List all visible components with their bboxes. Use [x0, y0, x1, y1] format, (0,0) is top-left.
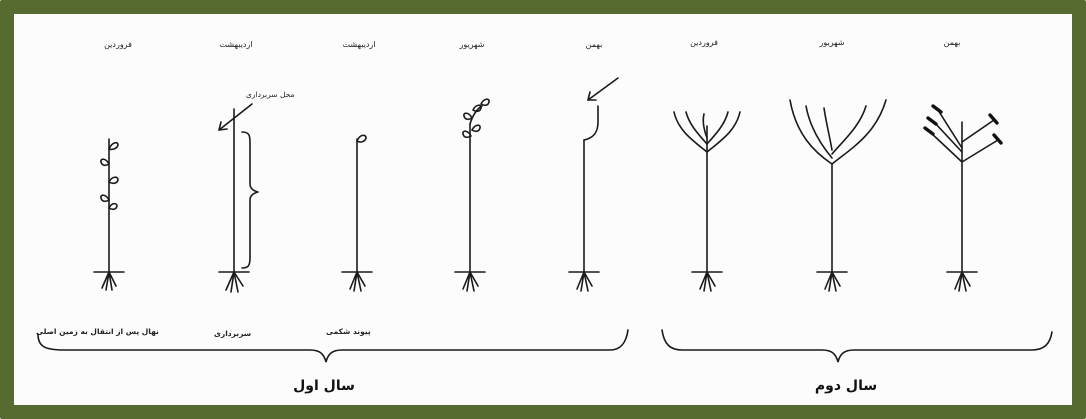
tree-leafy-4 — [455, 99, 489, 291]
brace-second-year — [662, 330, 1052, 362]
tree-illustrations — [14, 14, 1072, 405]
tree-crown-7 — [790, 100, 886, 291]
tree-arched-6 — [674, 112, 740, 291]
tree-graft-3 — [342, 135, 372, 291]
tree-topping-2 — [219, 104, 258, 292]
diagram-canvas: فروردین اردیبهشت اردیبهشت شهریور بهمن فر… — [14, 14, 1072, 405]
brace-first-year — [38, 330, 628, 362]
tree-seedling-1 — [94, 139, 124, 290]
year-braces — [38, 330, 1052, 362]
tree-bent-5 — [569, 78, 618, 291]
tree-pruned-8 — [930, 110, 998, 291]
